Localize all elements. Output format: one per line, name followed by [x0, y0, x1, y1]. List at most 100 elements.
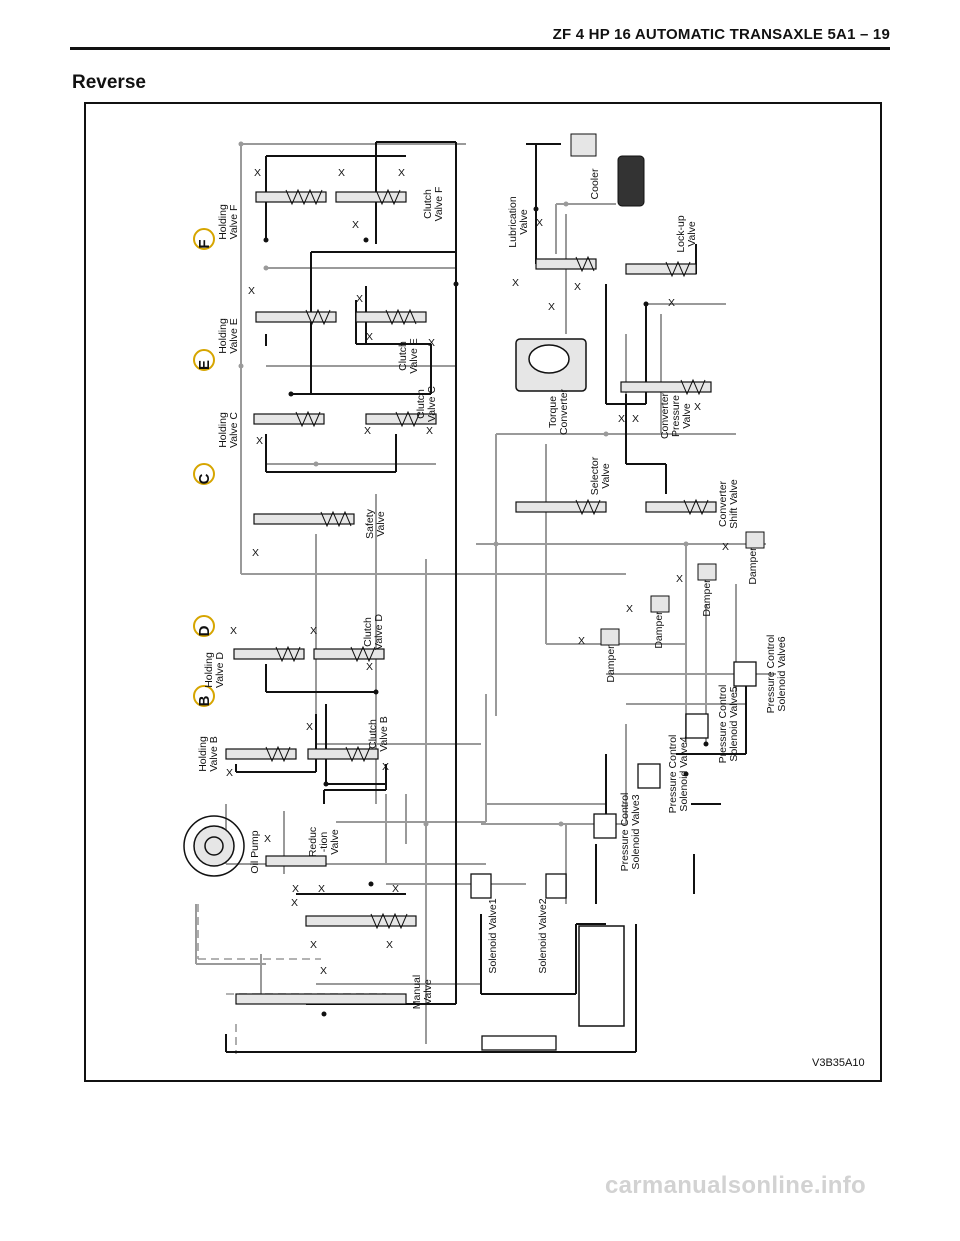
port-b-label: B	[196, 695, 213, 706]
svg-text:X: X	[386, 939, 393, 951]
svg-text:X: X	[320, 965, 327, 977]
port-b-circle	[193, 685, 215, 707]
svg-text:X: X	[668, 297, 675, 309]
label-holding-d-2: Valve D	[214, 652, 226, 688]
svg-text:X: X	[512, 277, 519, 289]
label-convpress-3: Valve	[681, 403, 693, 429]
svg-text:X: X	[248, 285, 255, 297]
label-clutch-c-2: Valve C	[426, 386, 438, 422]
label-pcs6-2: Solenoid Valve6	[776, 636, 788, 711]
label-safety-2: Valve	[375, 511, 387, 537]
svg-text:X: X	[626, 603, 633, 615]
label-convpress-2: Pressure	[670, 395, 682, 437]
label-solenoid-2: Solenoid Valve2	[537, 898, 549, 973]
svg-text:X: X	[318, 883, 325, 895]
label-lockup-2: Valve	[686, 221, 698, 247]
label-selector-2: Valve	[600, 463, 612, 489]
label-selector-1: Selector	[589, 456, 601, 495]
svg-text:X: X	[256, 435, 263, 447]
label-clutch-c-1: Clutch	[415, 389, 427, 419]
label-holding-f-2: Valve F	[228, 205, 240, 240]
port-labels: F E C D B	[193, 228, 215, 707]
label-cooler: Cooler	[589, 168, 601, 199]
label-convshift-2: Shift Valve	[728, 479, 740, 529]
svg-text:X: X	[536, 217, 543, 229]
header-rule	[70, 47, 890, 50]
port-f-label: F	[196, 239, 213, 248]
label-lockup-1: Lock-up	[675, 215, 687, 253]
svg-text:X: X	[264, 833, 271, 845]
port-c-circle	[193, 463, 215, 485]
label-safety-1: Safety	[364, 508, 376, 539]
svg-text:X: X	[306, 721, 313, 733]
label-pcs4-1: Pressure Control	[667, 735, 679, 814]
control-unit	[578, 925, 625, 1027]
label-holding-d-1: Holding	[203, 652, 215, 688]
svg-text:X: X	[252, 547, 259, 559]
watermark: carmanualsonline.info	[605, 1172, 867, 1199]
label-clutch-b-2: Valve B	[378, 716, 390, 751]
diagram-reference: V3B35A10	[812, 1057, 865, 1069]
svg-text:X: X	[398, 167, 405, 179]
svg-text:X: X	[291, 897, 298, 909]
label-pcs3-1: Pressure Control	[619, 793, 631, 872]
label-lubrication-2: Valve	[518, 209, 530, 235]
svg-text:X: X	[364, 425, 371, 437]
connector	[481, 1035, 557, 1051]
label-holding-e-1: Holding	[217, 318, 229, 354]
svg-text:X: X	[722, 541, 729, 553]
svg-text:X: X	[548, 301, 555, 313]
label-clutch-e-2: Valve E	[408, 338, 420, 373]
label-holding-e-2: Valve E	[228, 318, 240, 353]
port-f-circle	[193, 228, 215, 250]
svg-text:X: X	[366, 661, 373, 673]
port-d-circle	[193, 615, 215, 637]
oil-pump	[183, 815, 245, 877]
page-header: ZF 4 HP 16 AUTOMATIC TRANSAXLE 5A1 – 19	[70, 26, 890, 50]
label-torque-1: Torque	[547, 396, 559, 428]
label-lubrication-1: Lubrication	[507, 196, 519, 248]
section-title: Reverse	[72, 72, 146, 93]
label-manual-1: Manual	[411, 975, 423, 1009]
label-pcs5-2: Solenoid Valve5	[728, 686, 740, 761]
svg-text:X: X	[676, 573, 683, 585]
label-damper-1: Damper	[605, 645, 617, 683]
label-holding-c-2: Valve C	[228, 412, 240, 448]
label-holding-c-1: Holding	[217, 412, 229, 448]
port-d-label: D	[196, 625, 213, 636]
header-title: ZF 4 HP 16 AUTOMATIC TRANSAXLE 5A1 – 19	[552, 26, 890, 43]
label-pcs6-1: Pressure Control	[765, 635, 777, 714]
grey-junction-dots	[238, 141, 689, 827]
svg-text:X: X	[392, 883, 399, 895]
solenoid-boxes	[470, 661, 757, 899]
dampers	[600, 531, 765, 646]
svg-text:X: X	[292, 883, 299, 895]
label-reduction-1: Reduc	[307, 827, 319, 857]
svg-text:X: X	[574, 281, 581, 293]
lube-plug	[570, 133, 597, 157]
svg-text:X: X	[366, 331, 373, 343]
cooler	[617, 155, 645, 207]
valve-springs	[265, 188, 709, 930]
label-pcs5-1: Pressure Control	[717, 685, 729, 764]
label-reduction-2: -tion	[318, 832, 330, 853]
svg-text:X: X	[338, 167, 345, 179]
label-damper-2: Damper	[653, 611, 665, 649]
label-pcs4-2: Solenoid Valve4	[678, 736, 690, 811]
label-clutch-d-1: Clutch	[362, 617, 374, 647]
label-clutch-e-1: Clutch	[397, 341, 409, 371]
label-solenoid-1: Solenoid Valve1	[487, 898, 499, 973]
label-damper-3: Damper	[701, 579, 713, 617]
label-pcs3-2: Solenoid Valve3	[630, 794, 642, 869]
spool-valves	[225, 191, 717, 1005]
label-oil-pump: Oil Pump	[249, 830, 261, 873]
junction-dots	[263, 206, 709, 1017]
port-c-label: C	[196, 473, 213, 484]
label-convpress-1: Converter	[659, 392, 671, 439]
label-reduction-3: Valve	[329, 829, 341, 855]
black-lines	[225, 141, 747, 1053]
svg-text:X: X	[578, 635, 585, 647]
svg-text:X: X	[310, 625, 317, 637]
